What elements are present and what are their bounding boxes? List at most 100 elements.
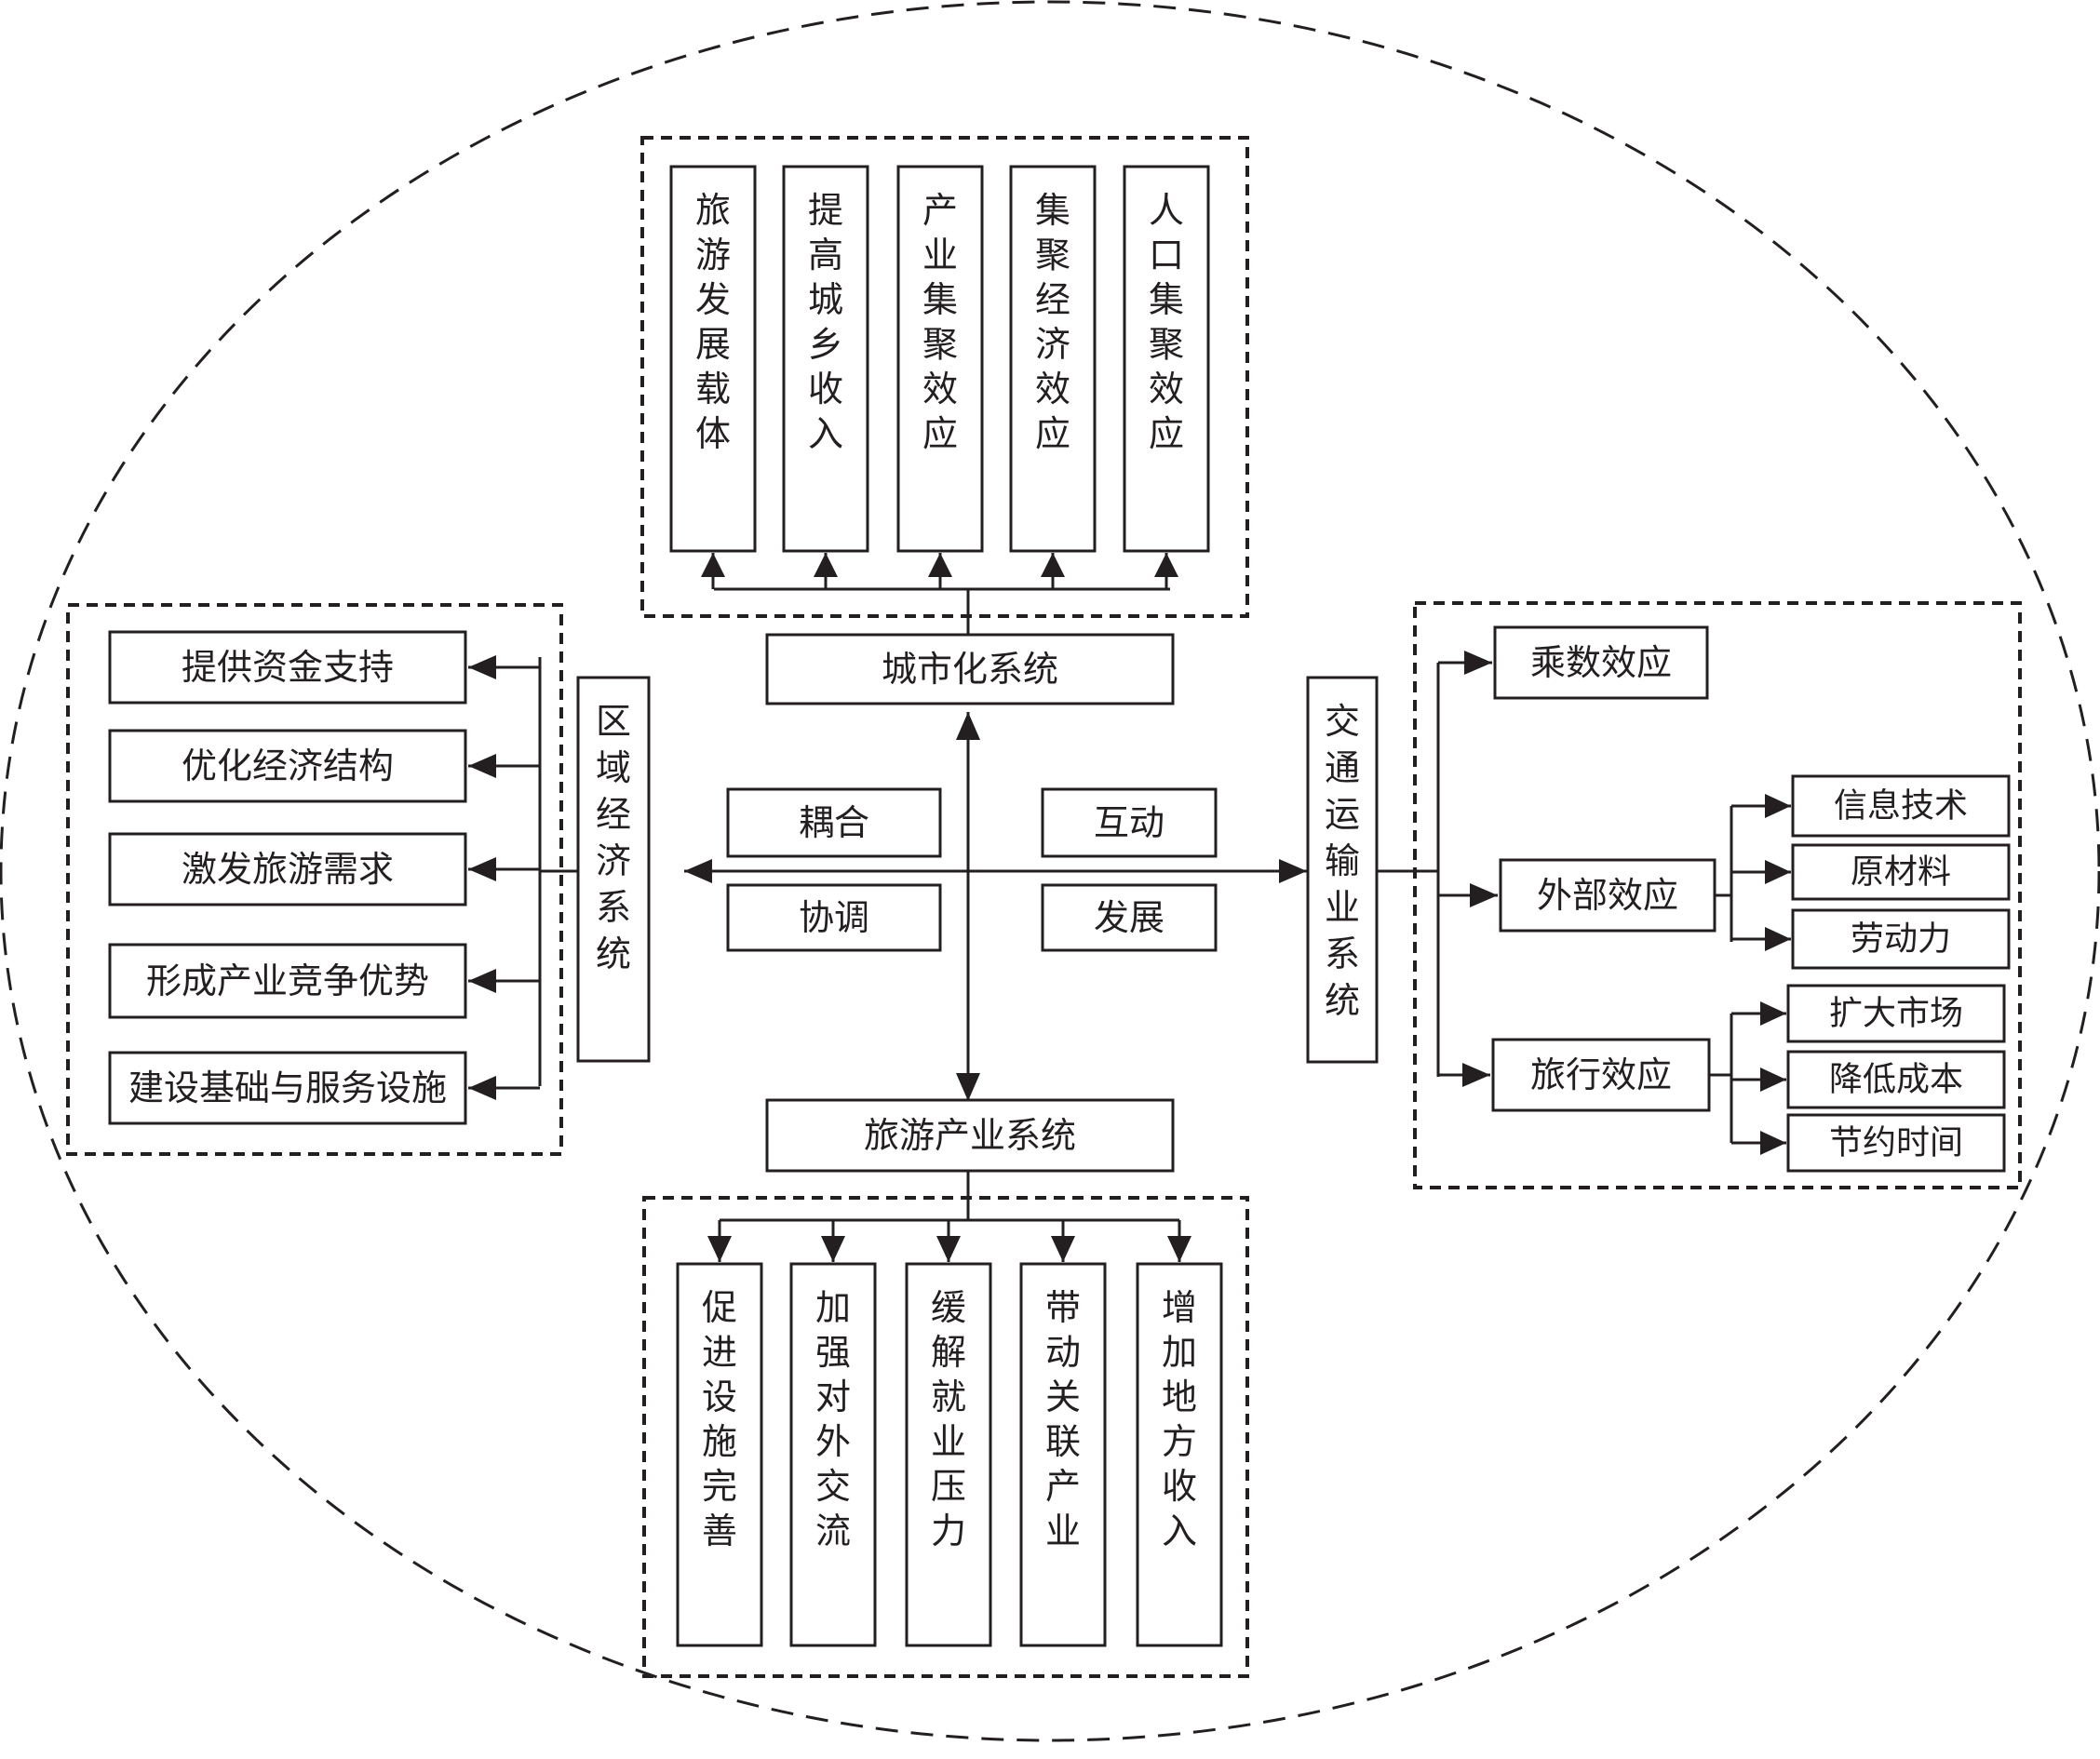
regional-effect-1-frame (108, 630, 467, 705)
travel-item-3: 节约时间 (1786, 1113, 2006, 1173)
quadrant-development: 发展 (1041, 883, 1218, 952)
tourism-effect-3-label: 缓解就业压力 (931, 1287, 966, 1551)
travel-effect-box-frame (1491, 1038, 1711, 1112)
external-effect-box-frame (1499, 858, 1716, 933)
tourism-effect-1-frame (676, 1262, 763, 1647)
multiplier-effect-box-frame (1493, 625, 1709, 700)
center-arrow-up-head (956, 712, 980, 740)
tourism-effect-3-frame (905, 1262, 992, 1647)
urbanization-system-box: 城市化系统 (765, 633, 1175, 705)
quadrant-coupling-frame (726, 787, 942, 858)
regional-effect-1: 提供资金支持 (108, 630, 467, 705)
tourism-effect-arrow-2-head (821, 1236, 845, 1262)
urbanization-effect-arrow-5-head (1154, 553, 1178, 577)
external-item-1-label: 信息技术 (1834, 787, 1968, 826)
travel-item-arrow-2-head (1760, 1067, 1786, 1092)
tourism-effect-4: 带动关联产业 (1019, 1262, 1107, 1647)
regional-effect-arrow-3-head (468, 857, 496, 881)
external-item-1-frame (1791, 774, 2011, 838)
external-effect-box: 外部效应 (1499, 858, 1716, 933)
regional-effect-4-label: 形成产业竞争优势 (146, 960, 429, 1001)
tourism-effect-arrow-1-head (707, 1236, 732, 1262)
tourism-effect-5-frame (1136, 1262, 1223, 1647)
external-item-1: 信息技术 (1791, 774, 2011, 838)
tourism-system-box-label: 旅游产业系统 (864, 1115, 1076, 1156)
urbanization-effect-4-frame (1009, 165, 1097, 553)
urbanization-effect-arrow-3-head (928, 553, 952, 577)
urbanization-effect-2-frame (782, 165, 869, 553)
external-item-3-frame (1791, 908, 2011, 970)
regional-system-box: 区域经济系统 (576, 676, 651, 1063)
tourism-effect-1: 促进设施完善 (676, 1262, 763, 1647)
regional-effect-1-label: 提供资金支持 (182, 647, 394, 688)
urbanization-system-box-label: 城市化系统 (882, 649, 1058, 690)
external-item-arrow-2-head (1765, 860, 1791, 884)
urbanization-effect-5-frame (1123, 165, 1210, 553)
external-item-3-label: 劳动力 (1851, 920, 1951, 959)
quadrant-interaction-label: 互动 (1094, 802, 1164, 843)
multiplier-arrow-head (1464, 651, 1492, 675)
regional-effect-2-label: 优化经济结构 (182, 745, 394, 786)
tourism-effect-5: 增加地方收入 (1136, 1262, 1223, 1647)
quadrant-coordination-label: 协调 (799, 897, 869, 938)
urbanization-effect-2: 提高城乡收入 (782, 165, 869, 553)
quadrant-coordination: 协调 (726, 883, 942, 952)
urbanization-effects-frame (640, 136, 1249, 618)
regional-effect-arrow-1-head (468, 655, 496, 679)
connectors-layer (468, 553, 1791, 1262)
tourism-effect-4-label: 带动关联产业 (1045, 1287, 1081, 1551)
regional-effect-arrow-4-head (468, 969, 496, 993)
quadrant-coordination-frame (726, 883, 942, 952)
urbanization-effect-4: 集聚经济效应 (1009, 165, 1097, 553)
regional-effect-arrow-2-head (468, 754, 496, 778)
urbanization-effect-4-label: 集聚经济效应 (1035, 190, 1070, 454)
regional-effect-arrow-5-head (468, 1076, 496, 1100)
center-arrow-down-head (956, 1073, 980, 1101)
urbanization-effect-5-label: 人口集聚效应 (1149, 190, 1184, 454)
travel-effect-box-label: 旅行效应 (1530, 1054, 1672, 1095)
urbanization-effect-3: 产业集聚效应 (896, 165, 984, 553)
travel-arrow-head (1462, 1063, 1490, 1087)
tourism-effect-1-label: 促进设施完善 (702, 1287, 737, 1551)
travel-effect-box: 旅行效应 (1491, 1038, 1711, 1112)
travel-item-1-frame (1786, 984, 2006, 1043)
regional-effect-4: 形成产业竞争优势 (108, 943, 467, 1019)
tourism-effect-arrow-4-head (1051, 1236, 1075, 1262)
quadrant-coupling: 耦合 (726, 787, 942, 858)
regional-effect-5-label: 建设基础与服务设施 (128, 1067, 447, 1108)
urbanization-effect-5: 人口集聚效应 (1123, 165, 1210, 553)
tourism-effect-2: 加强对外交流 (789, 1262, 877, 1647)
tourism-effect-5-label: 增加地方收入 (1162, 1287, 1197, 1551)
urbanization-effect-arrow-1-head (701, 553, 725, 577)
quadrant-interaction: 互动 (1041, 787, 1218, 858)
tourism-effects-frame (642, 1196, 1249, 1678)
quadrant-development-frame (1041, 883, 1218, 952)
regional-effect-4-frame (108, 943, 467, 1019)
travel-item-2: 降低成本 (1786, 1050, 2006, 1109)
urbanization-system-box-frame (765, 633, 1175, 705)
travel-item-3-frame (1786, 1113, 2006, 1173)
urbanization-effect-1-frame (669, 165, 757, 553)
boxes-layer: 耦合互动协调发展城市化系统旅游发展载体提高城乡收入产业集聚效应集聚经济效应人口集… (108, 165, 2011, 1647)
tourism-system-box: 旅游产业系统 (765, 1098, 1175, 1173)
travel-item-1-label: 扩大市场 (1829, 995, 1963, 1033)
travel-item-2-label: 降低成本 (1829, 1061, 1963, 1099)
regional-system-box-label: 区域经济系统 (596, 701, 631, 974)
transport-effects-frame (1413, 601, 2022, 1189)
regional-effect-5: 建设基础与服务设施 (108, 1051, 467, 1125)
regional-system-box-frame (576, 676, 651, 1063)
tourism-effect-arrow-3-head (936, 1236, 961, 1262)
transport-system-box-frame (1306, 676, 1379, 1064)
external-item-3: 劳动力 (1791, 908, 2011, 970)
tourism-effect-4-frame (1019, 1262, 1107, 1647)
regional-effect-3: 激发旅游需求 (108, 832, 467, 906)
external-arrow-head (1470, 883, 1498, 907)
regional-effect-3-label: 激发旅游需求 (182, 849, 394, 890)
external-item-arrow-3-head (1765, 927, 1791, 951)
regional-effect-5-frame (108, 1051, 467, 1125)
transport-system-box-label: 交通运输业系统 (1325, 701, 1360, 1021)
multiplier-effect-box-label: 乘数效应 (1530, 642, 1672, 683)
external-item-arrow-1-head (1765, 794, 1791, 818)
